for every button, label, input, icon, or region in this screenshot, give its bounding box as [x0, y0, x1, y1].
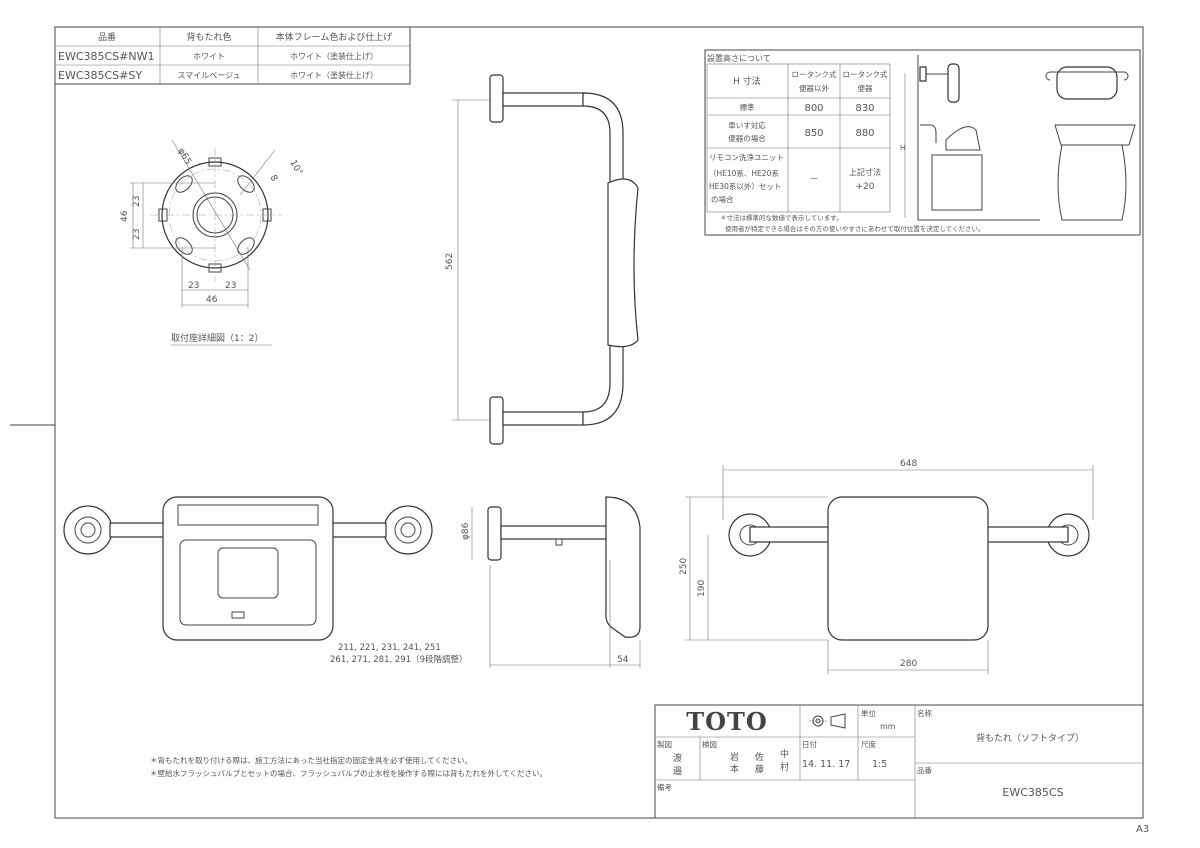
checked-name-3b: 村: [780, 761, 789, 773]
wheelchair-v2: 880: [855, 128, 874, 139]
height-table: 設置高さについて H 寸法 ロータンク式 便器以外 ロータンク式 便器 標準 8…: [704, 49, 1141, 236]
row1-back-color: ホワイト: [193, 52, 225, 61]
dim-23-v1: 23: [132, 196, 142, 207]
sheet-size: A3: [1136, 824, 1149, 835]
row-standard: 標準: [740, 102, 755, 112]
unit-value: mm: [880, 722, 896, 731]
row2-part-no: EWC385CS#SY: [58, 69, 142, 82]
col-h: H 寸法: [733, 75, 761, 87]
drawn-name-1: 渡: [673, 752, 682, 764]
dim-190: 190: [697, 580, 707, 597]
row-wheelchair-1: 車いす対応: [728, 120, 766, 130]
header-back-color: 背もたれ色: [186, 31, 231, 43]
installation-illustration: H: [900, 55, 1136, 221]
h-label: H: [900, 144, 905, 152]
row-remote-4: の場合: [711, 194, 734, 204]
header-part-no: 品番: [98, 31, 116, 43]
drawn-label: 製図: [657, 739, 672, 749]
note-1: ＊背もたれを取り付ける際は、施工方法にあった当社指定の固定金具を必ず使用してくだ…: [150, 755, 472, 765]
dim-280: 280: [900, 659, 917, 669]
row-remote-3: HE30系以外）セット: [709, 181, 781, 191]
range-line-2: 261, 271, 281, 291（9段階調整）: [330, 654, 468, 665]
standard-v2: 830: [855, 103, 874, 114]
remote-v1: －: [809, 175, 818, 185]
col2-line1: ロータンク式: [843, 69, 888, 79]
height-table-title: 設置高さについて: [707, 53, 771, 63]
scale-value: 1:5: [872, 759, 887, 770]
dim-8: 8: [267, 174, 279, 184]
part-no-value: EWC385CS: [1002, 786, 1063, 799]
dim-23-h1: 23: [188, 281, 199, 291]
dim-10deg: 10°: [287, 159, 304, 178]
front-view: 648 250 190 280: [679, 459, 1094, 674]
dim-648: 648: [900, 459, 917, 469]
unit-label: 単位: [861, 708, 876, 718]
height-note-2: 使用者が特定できる場合はその方の使いやすさにあわせて取付位置を決定してください。: [725, 224, 984, 233]
height-note-1: ＊寸法は標準的な数値で表示しています。: [720, 213, 843, 222]
part-label: 品番: [917, 765, 932, 775]
date-label: 日付: [802, 739, 817, 749]
side-view: 562: [445, 74, 639, 445]
name-label: 名称: [917, 708, 932, 718]
range-line-1: 211, 221, 231, 241, 251: [338, 643, 441, 653]
dim-562: 562: [445, 253, 455, 270]
dim-phi65: φ65: [175, 147, 192, 167]
checked-name-2a: 佐: [755, 751, 764, 763]
scale-label: 尺度: [861, 739, 876, 749]
wheelchair-v1: 850: [804, 128, 823, 139]
flange-detail: φ65 10° 8 46 23 23 23 23 46 取付座詳細図（1：2）: [120, 139, 304, 346]
projection-symbol-icon: [809, 713, 846, 729]
checked-name-1a: 岩: [730, 751, 739, 763]
row-wheelchair-2: 便器の場合: [728, 133, 766, 143]
product-table: 品番 背もたれ色 本体フレーム色および仕上げ EWC385CS#NW1 ホワイト…: [54, 26, 411, 85]
checked-label: 検図: [702, 739, 717, 749]
dim-54: 54: [617, 655, 629, 665]
side-view-adjust: φ86 211, 221, 231, 241, 251 261, 271, 28…: [330, 496, 641, 668]
note-2: ＊壁給水フラッシュバルブとセットの場合、フラッシュバルブの止水栓を操作する際には…: [150, 768, 547, 778]
checked-name-1b: 本: [730, 763, 739, 775]
toto-logo: TOTO: [686, 707, 768, 736]
name-value: 背もたれ（ソフトタイプ）: [976, 732, 1084, 744]
standard-v1: 800: [804, 103, 823, 114]
date-value: 14. 11. 17: [802, 759, 850, 770]
flange-caption: 取付座詳細図（1：2）: [171, 332, 263, 344]
drawn-name-2: 邉: [673, 765, 682, 777]
col1-line1: ロータンク式: [792, 69, 837, 79]
title-block: TOTO 単位 mm 製図 渡 邉 検図 岩 本 佐 藤 中 村 日付 14. …: [654, 704, 1144, 819]
remarks-label: 備考: [657, 782, 672, 792]
dim-phi86: φ86: [461, 522, 471, 540]
row1-frame-color: ホワイト（塗装仕上げ）: [290, 51, 378, 61]
row-remote-1: リモコン洗浄ユニット: [709, 152, 784, 162]
sheet-border: [54, 26, 1144, 819]
row1-part-no: EWC385CS#NW1: [58, 50, 155, 63]
row2-back-color: スマイルベージュ: [177, 71, 240, 80]
dim-23-v2: 23: [132, 229, 142, 240]
col1-line2: 便器以外: [799, 83, 829, 93]
row2-frame-color: ホワイト（塗装仕上げ）: [290, 70, 378, 80]
rear-view: [63, 496, 433, 641]
checked-name-2b: 藤: [755, 763, 764, 775]
dim-46-v: 46: [120, 210, 130, 222]
dim-250: 250: [679, 558, 689, 575]
col2-line2: 便器: [858, 83, 873, 93]
remote-v2-2: +20: [856, 182, 875, 192]
remote-v2-1: 上記寸法: [849, 167, 881, 177]
dim-46-h: 46: [206, 295, 218, 305]
dim-23-h2: 23: [225, 281, 236, 291]
header-frame-color: 本体フレーム色および仕上げ: [276, 31, 393, 43]
row-remote-2: （HE10系、HE20系: [709, 168, 779, 178]
checked-name-3a: 中: [780, 748, 789, 760]
